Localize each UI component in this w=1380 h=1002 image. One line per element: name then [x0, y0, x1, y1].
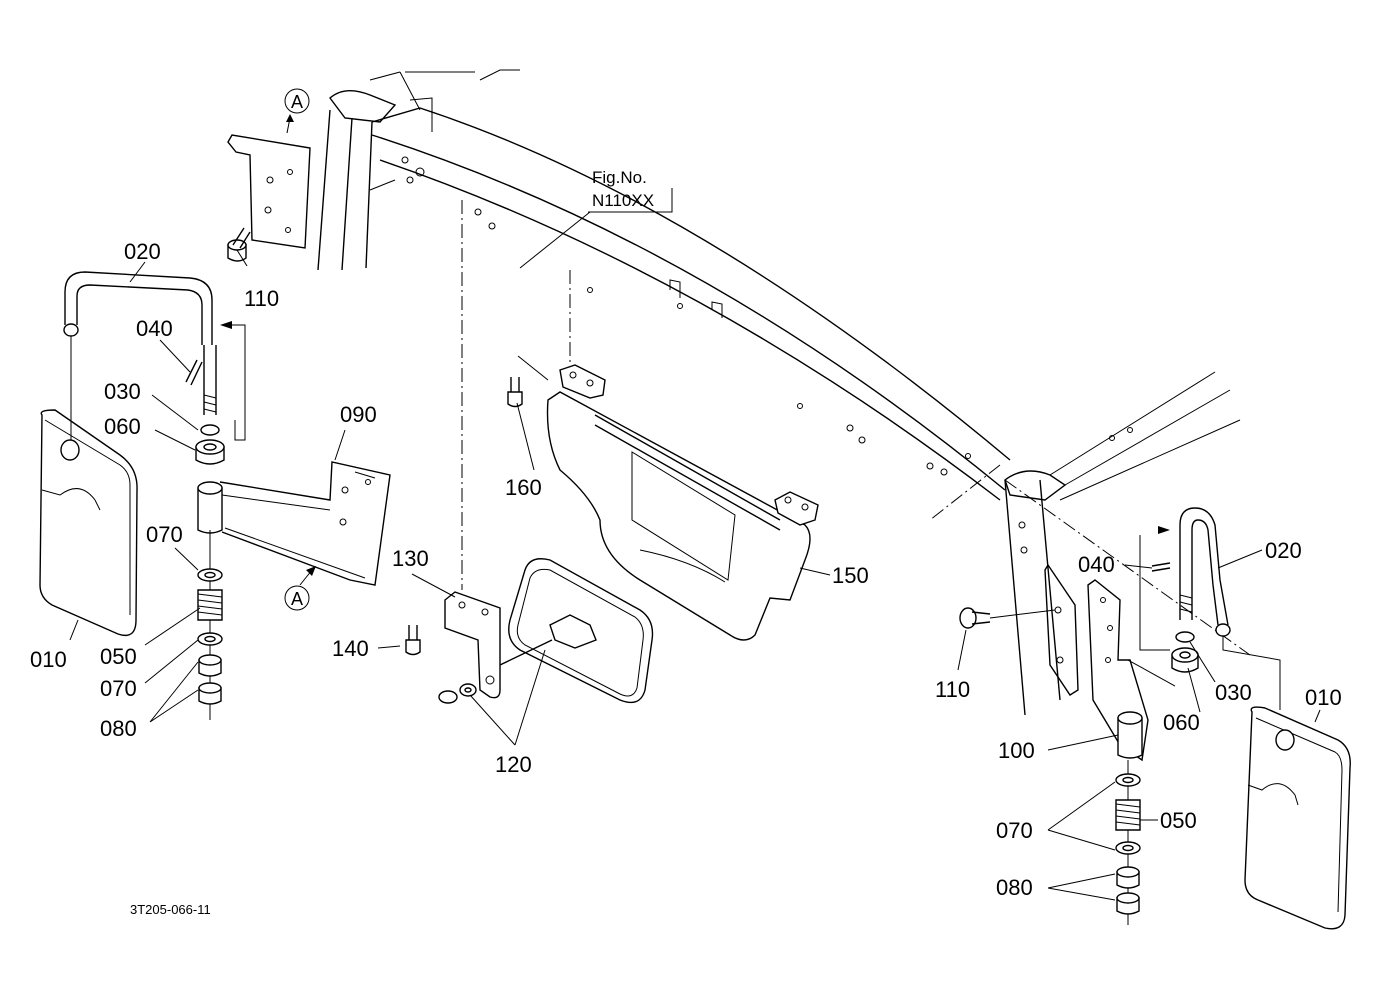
callout-040-right: 040 — [1078, 552, 1115, 577]
left-mirror-arm — [63, 271, 246, 441]
right-pin — [1151, 562, 1171, 572]
svg-text:A: A — [291, 92, 303, 112]
mirror-bolt-140 — [405, 625, 421, 656]
callout-060-right: 060 — [1163, 710, 1200, 735]
view-marker-a-top: A — [284, 88, 310, 134]
callout-070-left-bottom: 070 — [100, 676, 137, 701]
callout-030-left: 030 — [104, 379, 141, 404]
right-hardware-stack — [1115, 760, 1141, 925]
callout-020-left: 020 — [124, 239, 161, 264]
callout-160: 160 — [505, 475, 542, 500]
left-pin — [185, 359, 203, 386]
left-upper-bracket — [227, 134, 311, 249]
cab-frame — [317, 69, 1241, 716]
callout-080-right: 080 — [996, 875, 1033, 900]
drawing-code: 3T205-066-11 — [130, 902, 211, 917]
figure-ref-line2: N110XX — [592, 191, 654, 210]
callout-070-left-top: 070 — [146, 522, 183, 547]
callout-110-right: 110 — [935, 677, 970, 702]
callout-040-left: 040 — [136, 316, 173, 341]
callout-090: 090 — [340, 402, 377, 427]
rear-view-mirror-bracket — [444, 591, 501, 699]
callout-060-left: 060 — [104, 414, 141, 439]
right-washers — [1127, 631, 1199, 687]
callout-100: 100 — [998, 738, 1035, 763]
callout-010-right: 010 — [1305, 685, 1342, 710]
left-mirror — [39, 409, 138, 637]
visor-bolt-160 — [507, 377, 523, 408]
callout-080-left: 080 — [100, 716, 137, 741]
beam-holes — [401, 156, 971, 476]
callout-140: 140 — [332, 636, 369, 661]
left-bolt — [227, 227, 251, 262]
svg-text:A: A — [291, 589, 303, 609]
figure-ref-line1: Fig.No. — [592, 168, 647, 187]
right-bolt — [959, 607, 1056, 629]
left-hardware-stack — [195, 424, 225, 720]
callout-130: 130 — [392, 546, 429, 571]
view-marker-a-bottom: A — [284, 566, 316, 611]
rear-view-mirror — [499, 558, 654, 704]
right-mirror-bracket — [1087, 579, 1149, 762]
leader-lines — [69, 188, 1321, 901]
callout-050-right: 050 — [1160, 808, 1197, 833]
sun-visor — [517, 355, 819, 641]
callout-030-right: 030 — [1215, 680, 1252, 705]
callout-labels: 020 110 040 030 060 090 070 050 070 080 … — [30, 239, 1342, 900]
right-mirror-arm — [1139, 507, 1281, 710]
callout-120: 120 — [495, 752, 532, 777]
right-mirror — [1244, 706, 1351, 930]
callout-070-right: 070 — [996, 818, 1033, 843]
left-mirror-bracket — [219, 461, 391, 586]
callout-020-right: 020 — [1265, 538, 1302, 563]
callout-010-left: 010 — [30, 647, 67, 672]
callout-150: 150 — [832, 563, 869, 588]
mirror-nut-120 — [438, 683, 477, 704]
callout-050-left: 050 — [100, 644, 137, 669]
callout-110-left: 110 — [244, 286, 279, 311]
